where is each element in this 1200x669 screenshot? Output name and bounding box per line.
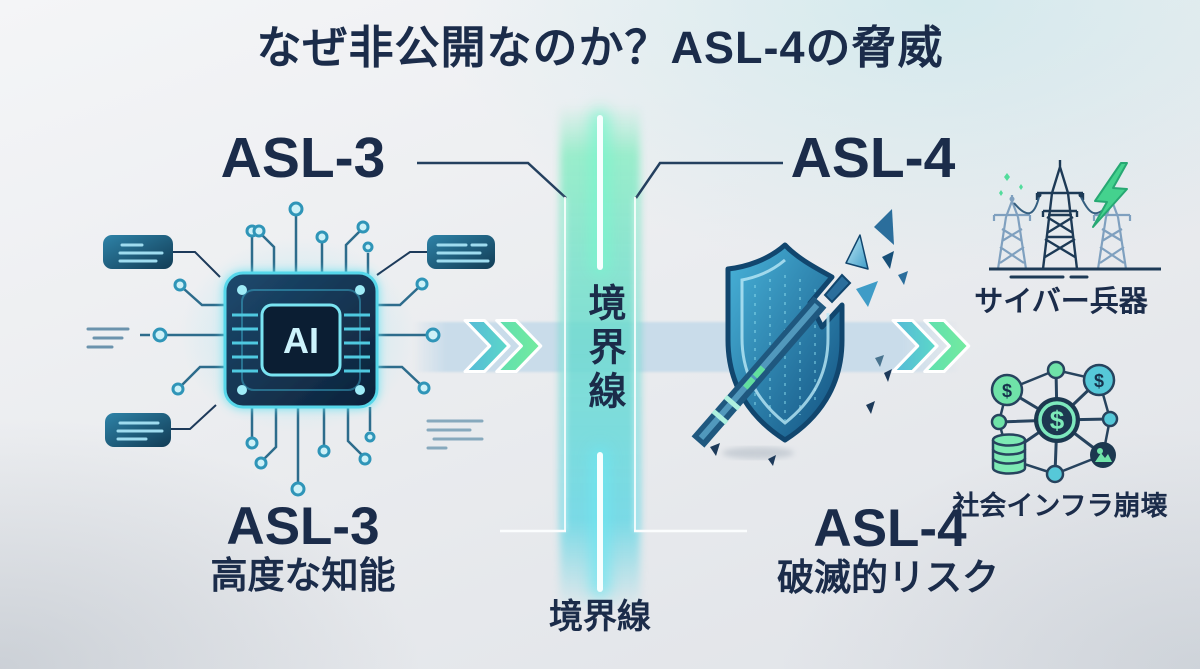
boundary-core-line-top (597, 115, 603, 270)
asl4-heading: ASL-4 (790, 126, 956, 190)
broken-shield-icon (691, 209, 908, 466)
dollar-node-small-teal: $ (1082, 363, 1116, 397)
network-spokes (998, 369, 1111, 475)
speed-dashes (86, 327, 130, 349)
shield-shards (710, 209, 908, 466)
asl4-caption: 破滅的リスク (777, 557, 999, 598)
text-dashes (426, 419, 484, 450)
asl3-caption: 高度な知能 (210, 555, 396, 596)
page-title: なぜ非公開なのか？ASL-4の脅威 (256, 22, 944, 73)
double-chevron-right-icon (463, 318, 543, 374)
svg-text:$: $ (1050, 405, 1065, 435)
boundary-core-line-bottom (597, 452, 603, 592)
boundary-flank-line-right (634, 197, 636, 531)
lightning-bolt-icon (1092, 162, 1128, 228)
asl3-heading: ASL-3 (220, 126, 386, 190)
boundary-bottom-label: 境界線 (549, 598, 651, 636)
svg-text:$: $ (1094, 371, 1104, 391)
threat-label-cyber-weapon: サイバー兵器 (974, 286, 1148, 318)
asl3-footer-heading: ASL-3 (226, 497, 380, 556)
database-icon (991, 433, 1027, 475)
power-grid-icon (989, 160, 1161, 279)
sparkles (999, 173, 1023, 196)
double-chevron-right-icon (891, 318, 971, 374)
financial-network-icon: $ $ $ (990, 360, 1119, 484)
boundary-vertical-label: 境界線 (582, 283, 624, 415)
threat-label-infrastructure-collapse: 社会インフラ崩壊 (952, 491, 1168, 521)
boundary-flank-line-left (564, 197, 566, 531)
center-tower (1035, 160, 1085, 270)
dollar-node-central: $ (1034, 397, 1080, 443)
callout-boxes (103, 235, 495, 447)
chip-package: AI (223, 271, 379, 409)
weapon (691, 273, 852, 448)
dollar-node-small-green: $ (990, 373, 1024, 407)
asl4-footer-heading: ASL-4 (813, 499, 967, 558)
chip-ai-label: AI (283, 320, 319, 361)
ai-chip-icon: AI (86, 201, 495, 497)
svg-text:$: $ (1002, 381, 1012, 401)
image-node (1090, 442, 1116, 468)
